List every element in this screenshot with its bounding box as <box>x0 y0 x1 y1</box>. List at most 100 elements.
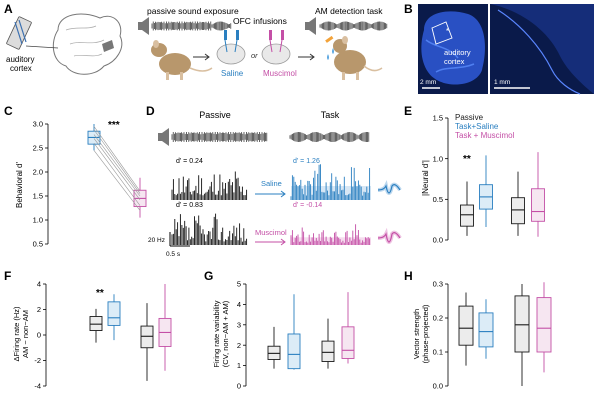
y-tick-label: 1 <box>237 361 241 370</box>
sound-waveform-task <box>319 21 388 31</box>
y-tick-label: 1.0 <box>433 154 443 163</box>
box <box>478 312 494 348</box>
roi-outline <box>431 21 453 45</box>
muscimol-brain-icon <box>261 30 291 65</box>
box <box>531 188 545 222</box>
box <box>514 295 530 353</box>
y-tick-label: 1.5 <box>33 192 43 201</box>
y-tick-label: 0.3 <box>433 280 443 289</box>
spike-waveform-muscimol <box>377 227 402 244</box>
y-tick-label: 0 <box>37 331 41 340</box>
d-muscimol-label: Muscimol <box>255 228 287 237</box>
box <box>536 297 552 353</box>
y-tick-label: 0.5 <box>33 240 43 249</box>
psth-band <box>291 237 371 245</box>
panel-c: C Behavioral d' *** 0.51.01.52.02.53.0 <box>4 104 147 249</box>
psth-passive-saline <box>171 171 248 200</box>
psth-bars <box>290 164 371 200</box>
rat-passive-icon <box>151 40 213 80</box>
region-label-2: cortex <box>444 57 465 66</box>
arrow-icon <box>255 238 286 246</box>
d-task-saline: d' = 1.26 <box>293 158 320 165</box>
muscimol-label: Muscimol <box>263 69 297 78</box>
auditory-cortex-label-1: auditory <box>6 55 34 64</box>
f-significance: ** <box>96 288 104 299</box>
psth-band <box>291 186 371 200</box>
panel-letter-h: H <box>404 269 413 283</box>
g-ylabel-1: Firing rate variability <box>212 300 221 367</box>
y-tick-label: 1.5 <box>433 114 443 123</box>
y-tick-label: 2 <box>237 341 241 350</box>
paired-line <box>93 138 141 201</box>
y-tick-label: 0.1 <box>433 348 443 357</box>
speaker-icon <box>305 17 316 35</box>
d-task-title: Task <box>321 110 340 120</box>
paired-line <box>93 150 141 211</box>
f-ylabel-2: AM − non−AM <box>21 310 30 358</box>
c-ylabel: Behavioral d' <box>15 162 24 208</box>
waveform-passive <box>171 132 268 142</box>
panel-letter-g: G <box>204 269 213 283</box>
saline-label: Saline <box>221 69 244 78</box>
rat-task-icon <box>325 35 383 80</box>
chart-c: 0.51.01.52.02.53.0 <box>33 120 147 249</box>
y-tick-label: 2.5 <box>33 144 43 153</box>
box <box>341 326 355 359</box>
d-passive-title: Passive <box>199 110 231 120</box>
waveform-path <box>211 21 232 31</box>
g-ylabel-2: (CV, non−AM + AM) <box>221 300 230 367</box>
d-passive-muscimol: d' = 0.83 <box>176 202 203 209</box>
paired-line <box>93 134 141 197</box>
d-passive-saline: d' = 0.24 <box>176 158 203 165</box>
waveform-path <box>151 21 212 31</box>
saline-brain-icon <box>216 30 246 65</box>
y-tick-label: 3.0 <box>33 120 43 129</box>
brain-schematic-icon <box>52 13 123 75</box>
waveform-path <box>319 21 388 31</box>
y-tick-label: 1.0 <box>33 216 43 225</box>
f-ylabel-1: ΔFiring rate (Hz) <box>12 306 21 362</box>
box <box>511 197 525 225</box>
y-tick-label: 5 <box>237 280 241 289</box>
y-tick-label: 0.0 <box>433 236 443 245</box>
task-label: AM detection task <box>315 6 383 16</box>
speaker-icon <box>158 128 169 146</box>
chart-h: 0.00.10.20.3 <box>433 280 552 391</box>
arrow-icon <box>255 190 286 198</box>
scale-label-right: 1 mm <box>494 79 510 86</box>
ofc-infusions-label: OFC infusions <box>233 16 287 26</box>
arrow-icon <box>193 53 210 61</box>
psth-bars <box>290 224 371 245</box>
panel-a: A auditory cortex passive sound exposure <box>4 2 388 80</box>
box <box>140 325 154 349</box>
psth-bars <box>171 213 248 245</box>
e-legend-passive: Passive <box>455 113 484 122</box>
y-tick-label: 4 <box>37 280 41 289</box>
box <box>460 204 474 227</box>
speaker-icon <box>138 17 149 35</box>
paired-line <box>93 126 141 192</box>
box <box>89 316 103 331</box>
h-ylabel-1: Vector strength <box>412 309 421 359</box>
paired-line <box>93 143 141 206</box>
panel-letter-a: A <box>4 2 13 16</box>
e-significance: ** <box>463 154 471 165</box>
d-scale-y: 20 Hz <box>148 237 165 244</box>
panel-f: F ΔFiring rate (Hz) AM − non−AM ** -4-20… <box>4 269 172 391</box>
box <box>321 340 335 362</box>
box <box>458 305 474 346</box>
y-tick-label: -4 <box>34 382 41 391</box>
passive-exposure-label: passive sound exposure <box>147 6 239 16</box>
box <box>107 301 121 326</box>
panel-g: G Firing rate variability (CV, non−AM + … <box>204 269 355 391</box>
y-tick-label: 3 <box>237 320 241 329</box>
d-task-muscimol: d' = -0.14 <box>293 202 322 209</box>
psth-task-saline <box>290 164 371 200</box>
spike-waveform-saline <box>377 180 402 195</box>
y-tick-label: 2 <box>37 305 41 314</box>
y-tick-label: 0.2 <box>433 314 443 323</box>
e-ylabel: |Neural d'| <box>421 160 430 196</box>
arrow-icon <box>298 53 315 61</box>
